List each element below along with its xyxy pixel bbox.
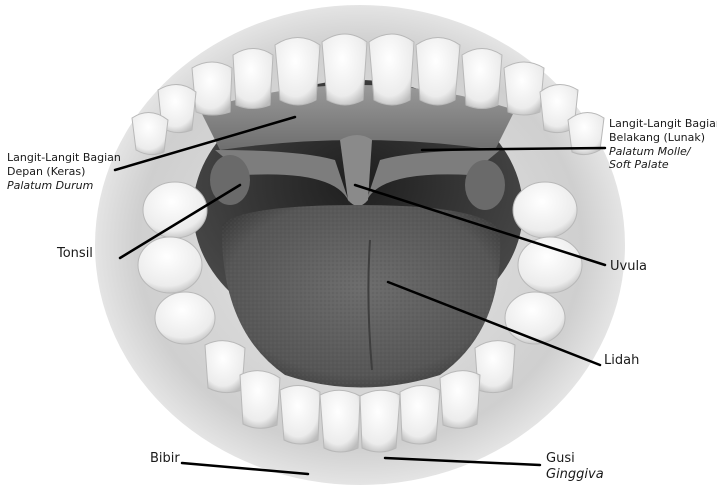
- label-lip: Bibir: [150, 451, 180, 467]
- label-uvula: Uvula: [610, 259, 647, 275]
- label-gum: Gusi Ginggiva: [546, 451, 604, 484]
- label-hard-palate: Langit-Langit Bagian Depan (Keras) Palat…: [7, 151, 121, 192]
- label-tongue: Lidah: [604, 353, 639, 369]
- tonsil-left: [210, 155, 250, 205]
- label-soft-palate: Langit-Langit Bagian Belakang (Lunak) Pa…: [609, 117, 717, 172]
- tonsil-right: [465, 160, 505, 210]
- label-tonsil: Tonsil: [57, 246, 93, 262]
